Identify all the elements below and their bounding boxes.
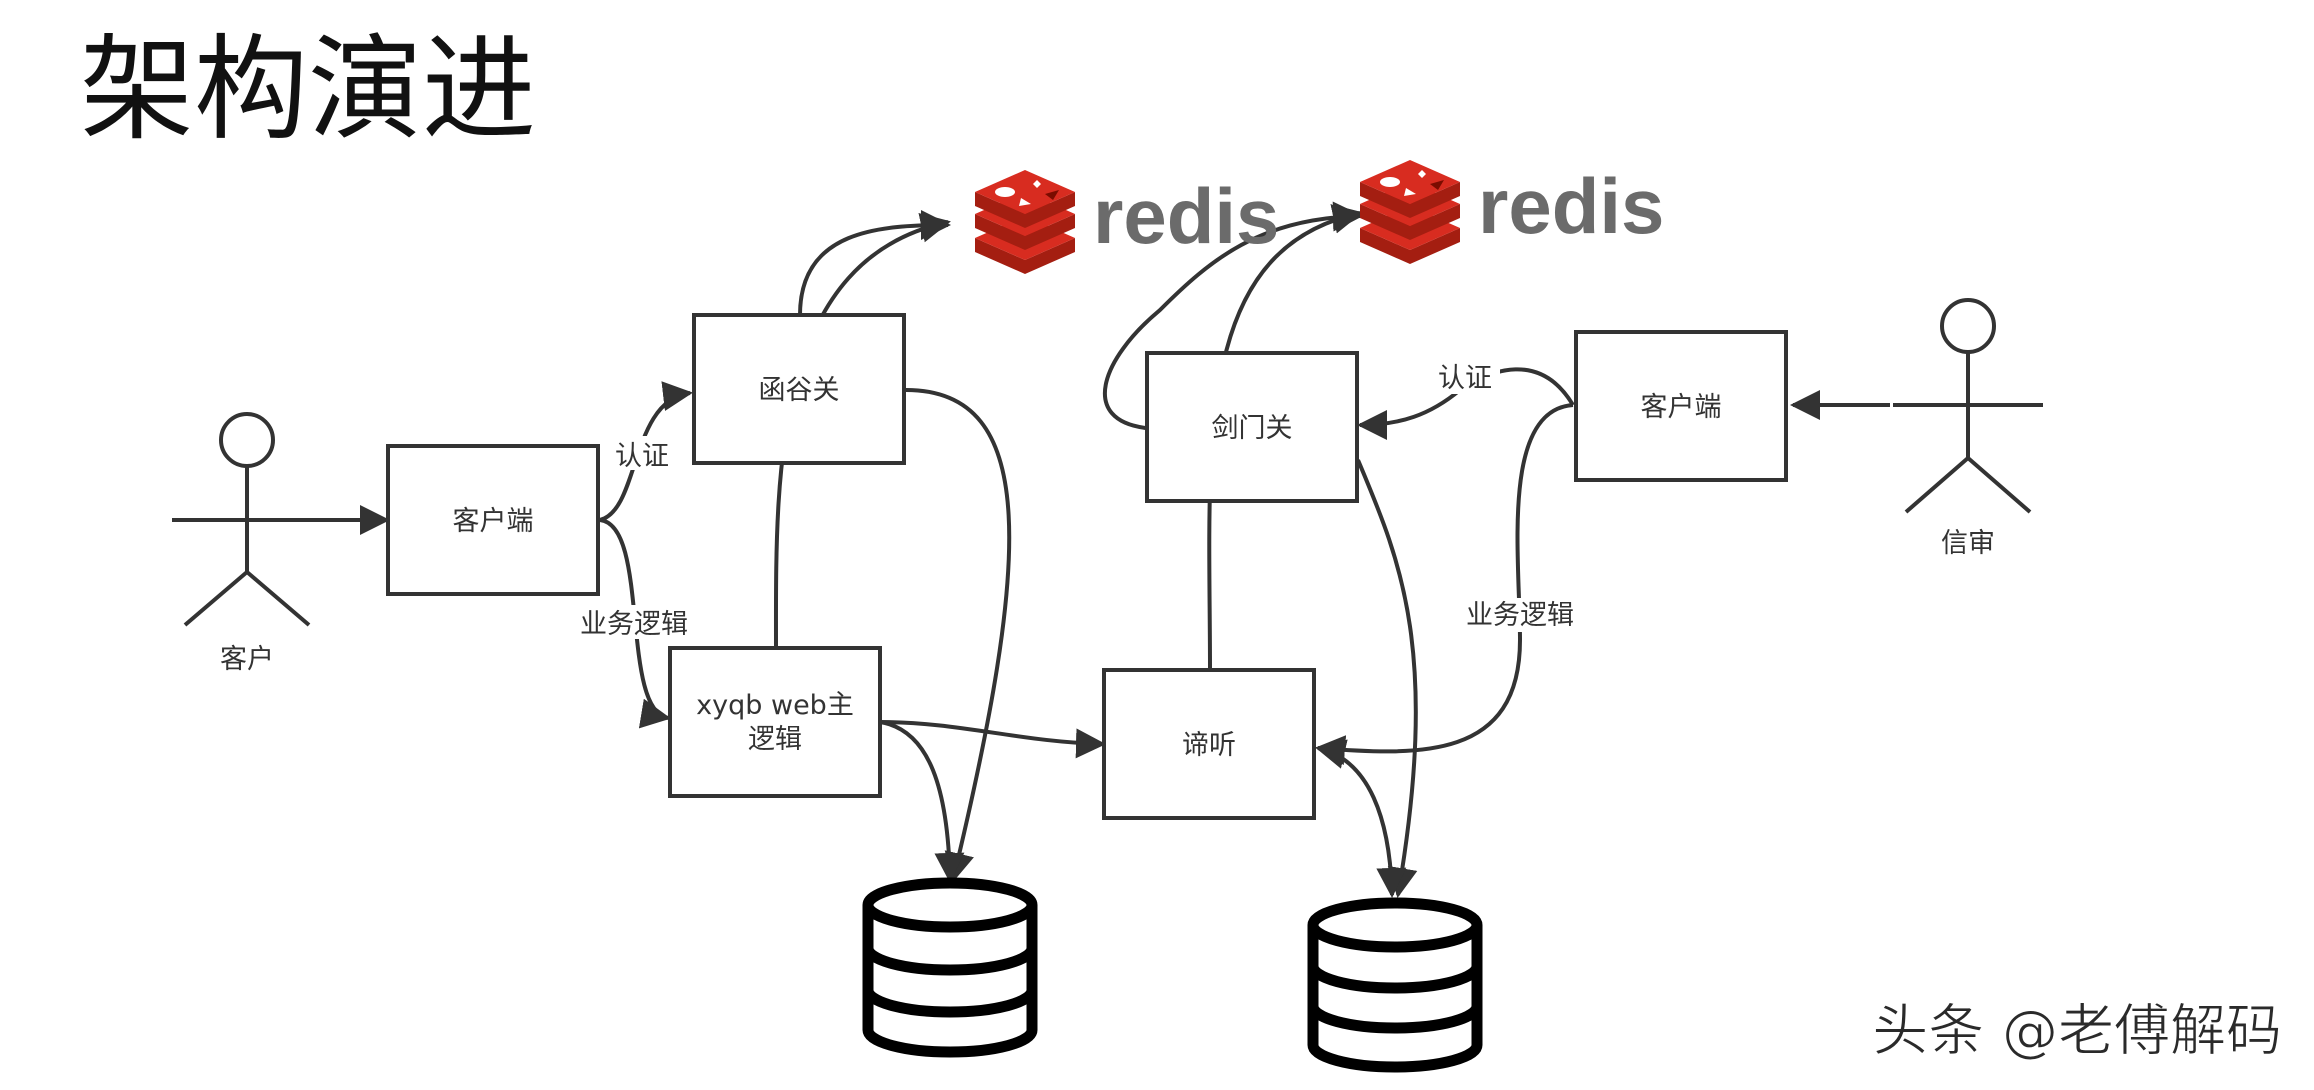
person-icon — [172, 412, 318, 627]
edge-diting-db-bidirectional — [1315, 739, 1407, 898]
actor-customer: 客户 — [172, 412, 318, 675]
node-xyqb-label-line2: 逻辑 — [748, 724, 802, 755]
node-diting-label: 谛听 — [1182, 730, 1236, 761]
edge-label-biz-left: 业务逻辑 — [580, 609, 688, 640]
database-left — [862, 877, 1038, 1058]
node-client-left[interactable]: 客户端 — [386, 444, 600, 596]
edge-xyqb-to-db — [879, 720, 965, 883]
node-xyqb[interactable]: xyqb web主 逻辑 — [668, 646, 882, 798]
redis-logo-left: redis — [975, 170, 1279, 274]
edge-xyqb-to-diting — [879, 720, 1106, 759]
label-bg — [610, 436, 674, 470]
label-bg — [1464, 598, 1582, 632]
edge-label-biz-right: 业务逻辑 — [1466, 600, 1574, 631]
database-icon — [862, 877, 1038, 1058]
redis-logo-right: redis — [1360, 160, 1664, 264]
edge-label-auth-right: 认证 — [1438, 363, 1492, 394]
person-icon — [1893, 298, 2043, 514]
redis-right-label: redis — [1478, 162, 1664, 250]
actor-customer-label: 客户 — [220, 644, 274, 675]
redis-logo-icon — [1360, 160, 1460, 264]
edge-jianmen-to-redis — [1103, 201, 1363, 430]
node-client-left-label: 客户端 — [453, 506, 534, 537]
node-hangu-label: 函谷关 — [759, 375, 840, 406]
node-client-right-label: 客户端 — [1641, 392, 1722, 423]
redis-left-label: redis — [1093, 172, 1279, 260]
edge-label-auth-left: 认证 — [615, 441, 669, 472]
node-jianmen[interactable]: 剑门关 — [1145, 351, 1359, 503]
watermark-text: 头条 @老傅解码 — [1872, 999, 2282, 1064]
node-jianmen-label: 剑门关 — [1212, 413, 1293, 444]
label-bg — [1436, 360, 1500, 394]
node-hangu[interactable]: 函谷关 — [692, 313, 906, 465]
edge-client-right-to-diting — [1315, 403, 1574, 766]
database-icon — [1307, 897, 1483, 1073]
node-diting[interactable]: 谛听 — [1102, 668, 1316, 820]
edge-hangu-to-db — [905, 388, 1012, 883]
actor-reviewer-label: 信审 — [1941, 528, 1995, 559]
page-title: 架构演进 — [80, 23, 537, 156]
actor-reviewer: 信审 — [1893, 298, 2043, 559]
redis-logo-icon — [975, 170, 1075, 274]
edge-hangu-to-redis — [798, 210, 951, 316]
node-xyqb-label-line1: xyqb web主 — [696, 690, 854, 721]
node-client-right[interactable]: 客户端 — [1574, 330, 1788, 482]
edge-jianmen-to-db — [1356, 459, 1418, 898]
database-right — [1307, 897, 1483, 1073]
label-bg — [578, 605, 696, 639]
